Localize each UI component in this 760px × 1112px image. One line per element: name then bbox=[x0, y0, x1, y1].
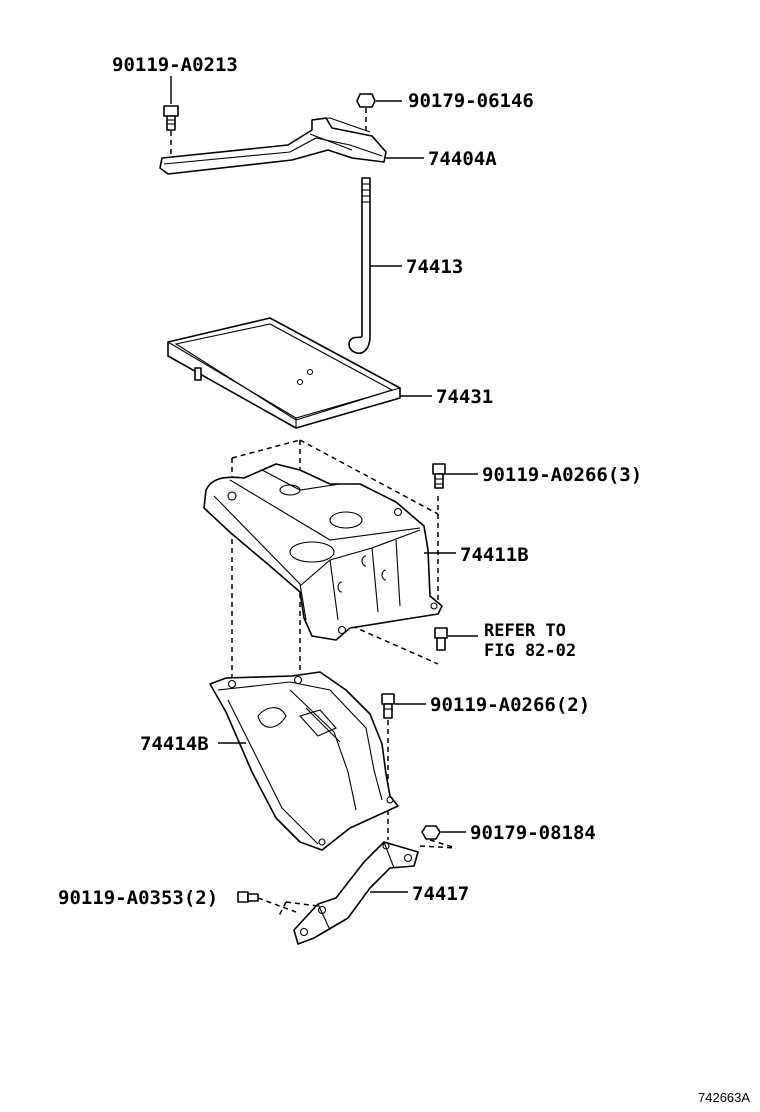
label-bolt-bracket: 90119-A0353(2) bbox=[58, 887, 218, 909]
label-nut-lower: 90179-08184 bbox=[470, 822, 596, 844]
bolt-90119-A0353-2 bbox=[237, 891, 319, 919]
tray-74431 bbox=[167, 317, 432, 429]
label-lower-carrier: 74414B bbox=[140, 733, 209, 755]
carrier-74411B bbox=[203, 463, 456, 641]
rod-74413 bbox=[348, 177, 402, 354]
bolt-refer bbox=[434, 627, 478, 651]
bolt-90119-A0266-3 bbox=[432, 463, 478, 489]
diagram-id: 742663A bbox=[698, 1090, 750, 1105]
bracket-74417 bbox=[293, 841, 419, 945]
nut-90179-08184 bbox=[419, 825, 466, 849]
label-bolt-top: 90119-A0213 bbox=[112, 54, 238, 76]
clamp-74404A bbox=[159, 117, 424, 175]
label-refer-line2: FIG 82-02 bbox=[484, 641, 576, 661]
label-clamp: 74404A bbox=[428, 148, 497, 170]
label-nut-top: 90179-06146 bbox=[408, 90, 534, 112]
bolt-90119-A0266-2 bbox=[381, 693, 426, 840]
nut-90179-06146 bbox=[356, 93, 402, 150]
label-carrier: 74411B bbox=[460, 544, 529, 566]
label-refer-line1: REFER TO bbox=[484, 621, 566, 641]
label-bracket: 74417 bbox=[412, 883, 469, 905]
label-rod: 74413 bbox=[406, 256, 463, 278]
label-tray: 74431 bbox=[436, 386, 493, 408]
bolt-90119-A0213 bbox=[163, 76, 179, 160]
label-bolt-lower: 90119-A0266(2) bbox=[430, 694, 590, 716]
label-bolt-carrier: 90119-A0266(3) bbox=[482, 464, 642, 486]
lower-carrier-74414B bbox=[209, 671, 399, 851]
